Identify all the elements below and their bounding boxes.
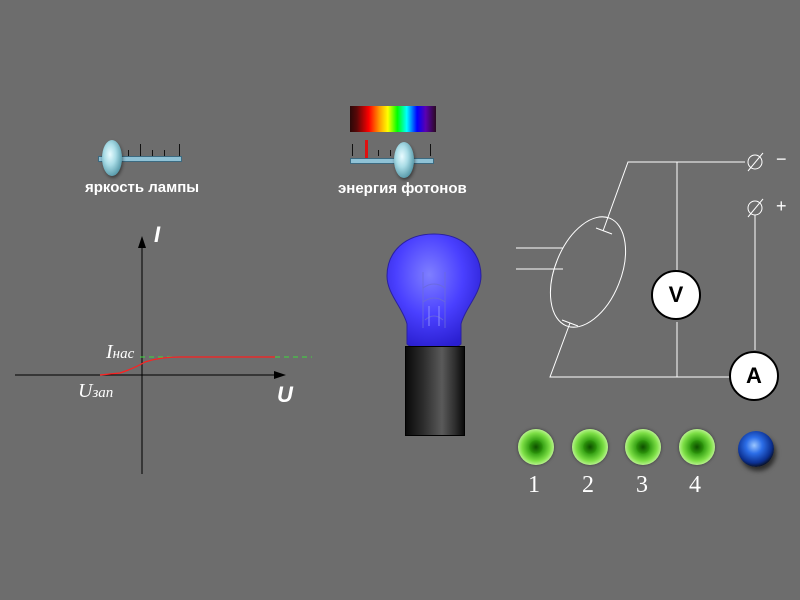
energy-label: энергия фотонов xyxy=(338,180,467,197)
slider-tick xyxy=(179,144,180,156)
indicator-number-1: 1 xyxy=(528,472,540,498)
indicator-light-4[interactable] xyxy=(679,429,715,465)
plus-sign: + xyxy=(776,196,787,216)
y-axis-arrow xyxy=(138,236,146,248)
brightness-slider-knob[interactable] xyxy=(102,140,122,176)
terminal-slash xyxy=(747,198,764,218)
voltmeter: V xyxy=(651,270,701,320)
ammeter: A xyxy=(729,351,779,401)
photon-spectrum-bar xyxy=(350,106,436,132)
brightness-slider-rail xyxy=(98,156,182,162)
slider-tick xyxy=(152,150,153,156)
x-axis-arrow xyxy=(274,371,286,379)
y-axis-label: I xyxy=(154,222,161,247)
lamp-base xyxy=(405,346,465,436)
stopping-voltage-label: Uзап xyxy=(78,380,114,402)
blue-button[interactable] xyxy=(738,431,774,467)
indicator-number-4: 4 xyxy=(689,472,701,498)
slider-tick xyxy=(390,150,391,156)
slider-tick xyxy=(140,144,141,156)
saturation-current-label: Iнас xyxy=(106,341,135,363)
energy-slider-rail xyxy=(350,158,434,164)
indicator-light-1[interactable] xyxy=(518,429,554,465)
slider-tick xyxy=(430,144,431,156)
terminal-slash xyxy=(747,152,764,172)
indicator-light-3[interactable] xyxy=(625,429,661,465)
terminal-minus xyxy=(747,154,763,170)
red-edge-marker xyxy=(365,140,368,158)
indicator-number-2: 2 xyxy=(582,472,594,498)
energy-slider-knob[interactable] xyxy=(394,142,414,178)
wire xyxy=(549,322,730,378)
brightness-label: яркость лампы xyxy=(85,179,200,196)
minus-sign: − xyxy=(776,149,787,169)
current-curve xyxy=(99,356,275,376)
wire xyxy=(602,161,745,232)
slider-tick xyxy=(128,150,129,156)
slider-tick xyxy=(378,150,379,156)
x-axis-label: U xyxy=(277,382,293,407)
slider-tick xyxy=(352,144,353,156)
slider-tick xyxy=(164,150,165,156)
anode xyxy=(595,227,613,235)
terminal-plus xyxy=(747,200,763,216)
indicator-number-3: 3 xyxy=(636,472,648,498)
phototube xyxy=(549,216,627,328)
indicator-light-2[interactable] xyxy=(572,429,608,465)
